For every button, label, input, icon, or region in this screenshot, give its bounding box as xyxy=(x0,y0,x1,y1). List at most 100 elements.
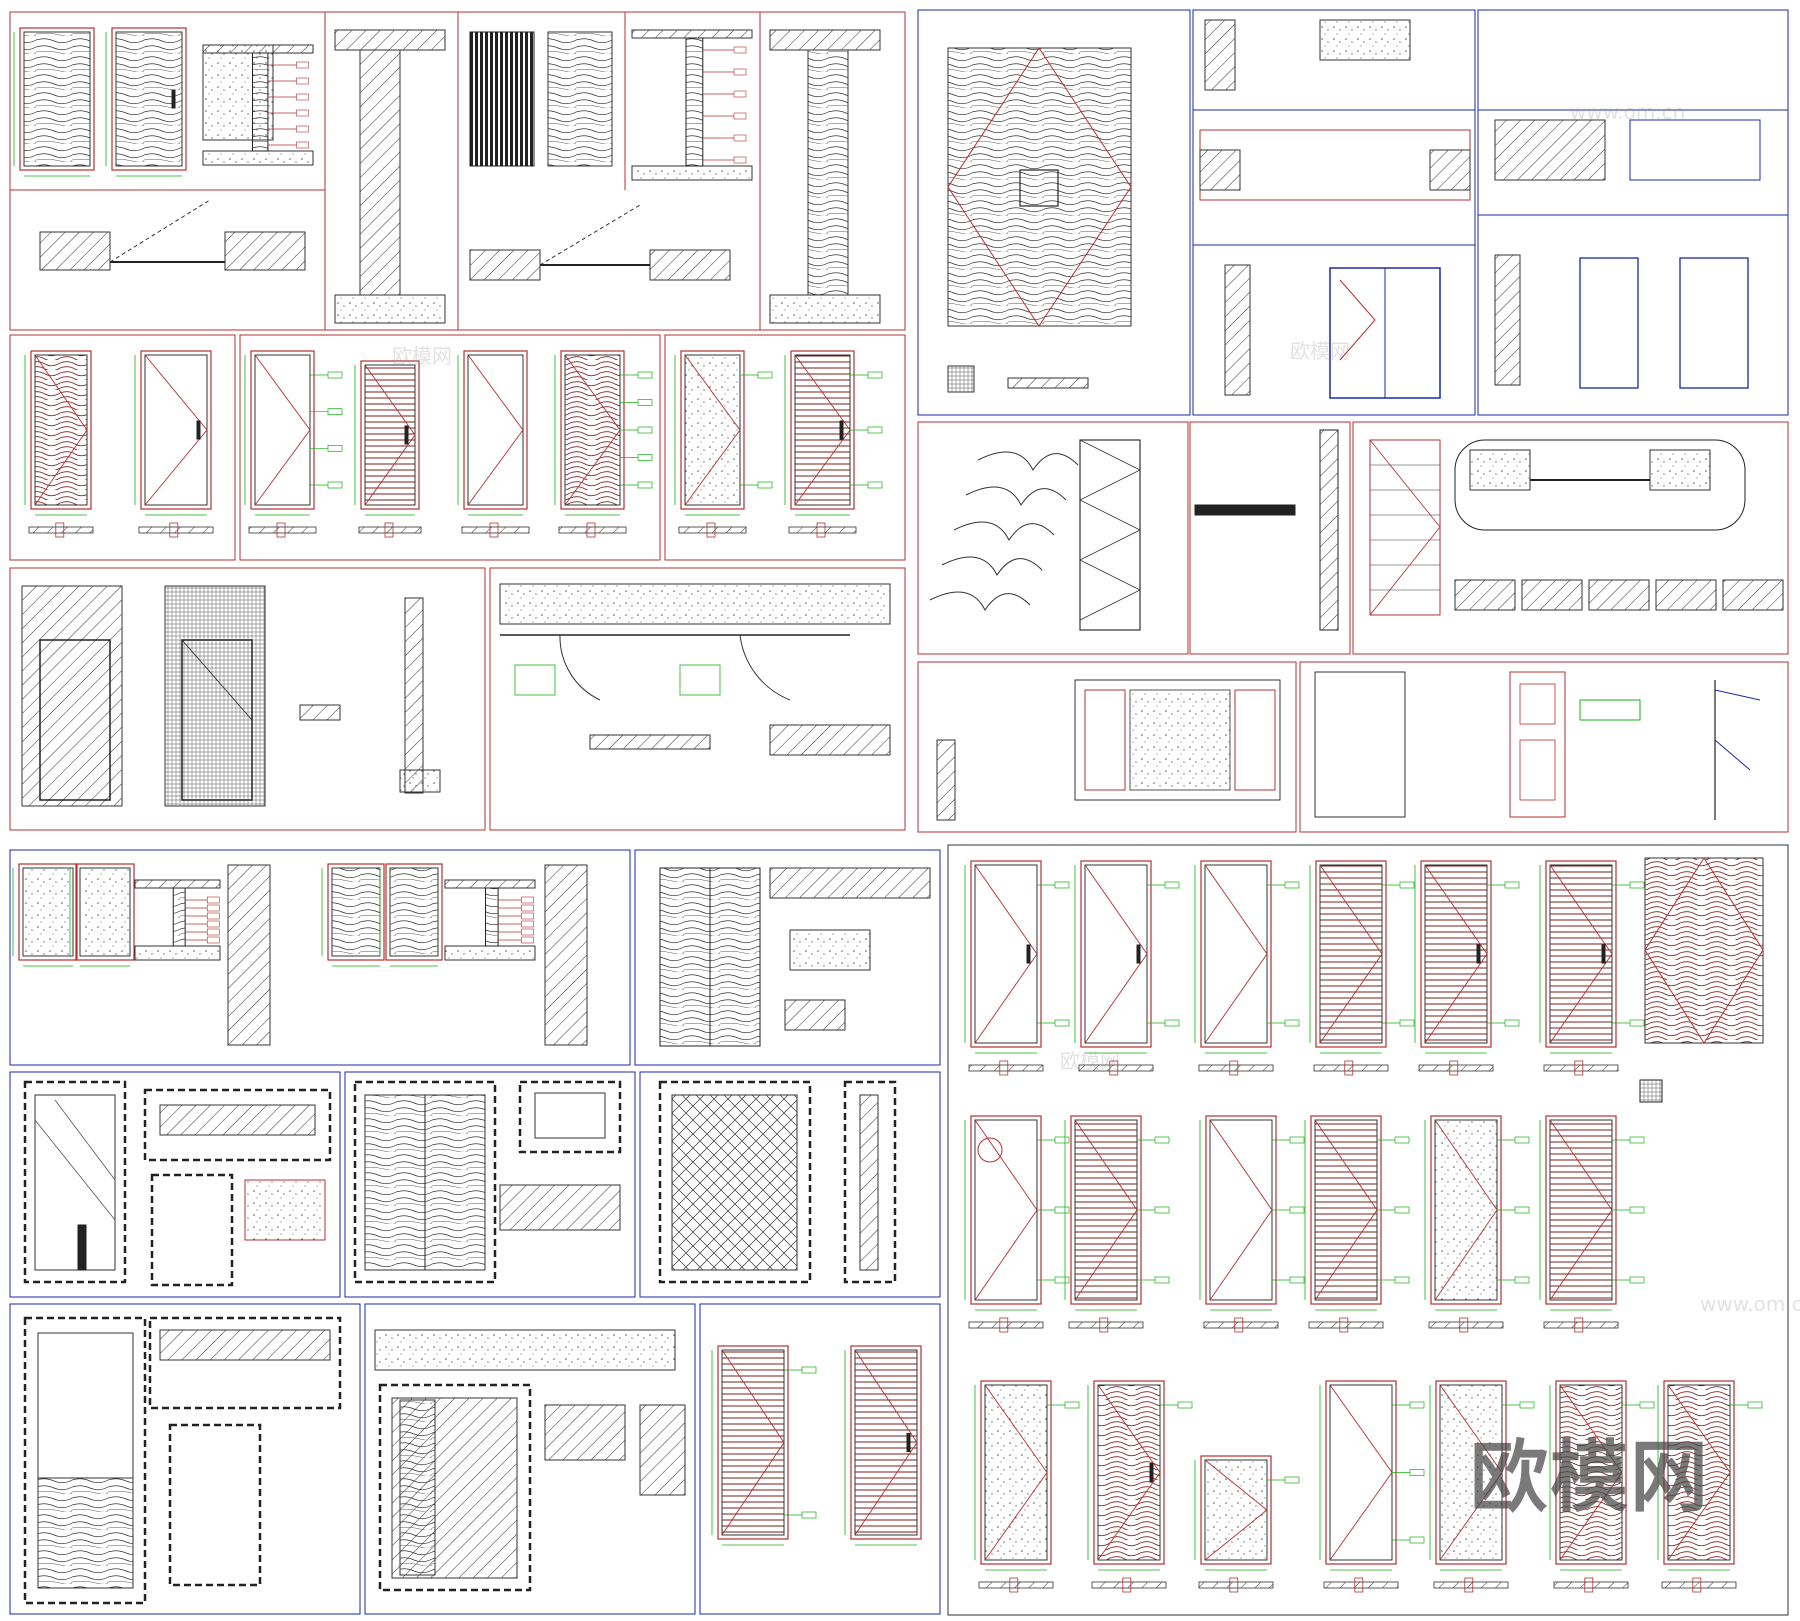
door-swing-lines xyxy=(1424,864,1488,1044)
door-swing-lines xyxy=(144,354,208,506)
classic-panel xyxy=(1519,683,1556,725)
leader-tag xyxy=(637,371,653,379)
leader-tag xyxy=(1054,1136,1070,1144)
plan-detail xyxy=(1344,1060,1354,1076)
single-door-elev-2 xyxy=(1679,257,1749,389)
plan-section xyxy=(1543,1064,1619,1072)
leader-tag xyxy=(1154,1206,1170,1214)
plan-section xyxy=(248,526,317,534)
section-tag xyxy=(521,904,534,912)
door-frame xyxy=(463,350,528,510)
sheet-bottom-left-c xyxy=(9,1071,341,1298)
leader-tag xyxy=(1399,1019,1415,1027)
door-swing-lines xyxy=(34,354,88,506)
frame-section xyxy=(404,597,424,794)
floor-section xyxy=(444,945,536,961)
door-handle xyxy=(1026,944,1031,964)
door-leaf xyxy=(1319,864,1383,1044)
sheet-bottom-right xyxy=(947,844,1789,1616)
plan-detail xyxy=(816,522,826,538)
dashed-frame xyxy=(843,1080,897,1284)
ceiling-detail xyxy=(374,1329,676,1371)
leader-tag xyxy=(1514,1206,1530,1214)
molding-profile xyxy=(1655,579,1717,611)
swatch-small xyxy=(1639,1079,1663,1103)
door-leaf xyxy=(23,31,91,167)
base-section-2 xyxy=(769,294,881,324)
door-swing-lines xyxy=(1439,1384,1503,1561)
section-tag xyxy=(206,920,220,928)
plan-section xyxy=(1313,1064,1389,1072)
leader-tag xyxy=(867,481,883,489)
section-tag xyxy=(733,134,747,142)
floor-section xyxy=(202,150,314,166)
door-swing-lines xyxy=(721,1349,785,1536)
dashed-frame xyxy=(658,1080,812,1284)
bl-jamb xyxy=(227,864,271,1046)
leader-tag xyxy=(1154,1136,1170,1144)
door-leaf xyxy=(1549,1119,1613,1301)
door-swing-lines xyxy=(974,864,1038,1044)
leader-tag xyxy=(1289,1276,1305,1284)
door-leaf xyxy=(115,31,183,167)
faint-watermark-1: 欧模网 xyxy=(392,344,452,368)
door-leaf xyxy=(984,1384,1048,1561)
door-swing-lines xyxy=(467,354,524,506)
door-frame xyxy=(111,27,187,171)
plan-detail xyxy=(1229,1577,1239,1593)
faint-watermark-3: www.om.cn xyxy=(1570,100,1686,124)
door-swing-lines xyxy=(1667,1384,1731,1561)
glass-upper xyxy=(37,1332,134,1479)
leader-tag xyxy=(1629,1019,1645,1027)
bl-detail-c xyxy=(784,999,846,1031)
door-leaf xyxy=(1074,1119,1138,1301)
leader-tag xyxy=(637,426,653,434)
plan-detail xyxy=(1574,1317,1584,1333)
door-frame xyxy=(18,863,78,961)
section-tag xyxy=(733,90,747,98)
leader-tag xyxy=(1054,881,1070,889)
door-handle xyxy=(1476,944,1481,964)
leader-tag xyxy=(757,371,773,379)
sheet-bottom-left-b xyxy=(634,849,941,1066)
sheet-bottom-left-h xyxy=(699,1303,941,1615)
sheet-band3-b xyxy=(489,567,906,831)
sheet-right-a xyxy=(917,9,1191,416)
door-frame xyxy=(1080,860,1152,1048)
wall-panel-left xyxy=(1084,689,1126,791)
door-frame xyxy=(1200,860,1272,1048)
wide-grain-diamond xyxy=(1644,857,1764,1044)
plan-detail xyxy=(1099,1317,1109,1333)
door-swing-lines xyxy=(854,1349,918,1536)
door-handle xyxy=(1136,944,1141,964)
glass-reflection xyxy=(34,1119,116,1221)
plan-detail xyxy=(1109,1060,1119,1076)
door-handle xyxy=(906,1433,911,1452)
section-core xyxy=(685,37,704,167)
plan-section xyxy=(1198,1064,1274,1072)
dashed-frame xyxy=(518,1080,622,1154)
door-opening-a xyxy=(39,639,111,801)
framed-panel xyxy=(534,1092,606,1139)
door-swing-lines xyxy=(254,354,311,506)
plan-detail xyxy=(1339,1317,1349,1333)
section-tag xyxy=(521,928,534,936)
jamb-section xyxy=(359,49,401,296)
door-frame xyxy=(970,1115,1042,1305)
door-frame xyxy=(680,350,745,510)
wide-grain-door xyxy=(1644,857,1764,1044)
single-door-elev xyxy=(1579,257,1639,389)
door-frame xyxy=(1205,1115,1277,1305)
door-frame xyxy=(1555,1380,1627,1565)
faint-watermark-2: 欧模网 xyxy=(1290,339,1350,363)
leader-tag xyxy=(1399,881,1415,889)
glass-reflection-2 xyxy=(54,1099,116,1181)
molding-profile xyxy=(1521,579,1583,611)
sheet-bottom-left-f xyxy=(9,1303,361,1615)
leader-tag xyxy=(1394,1206,1410,1214)
molding-profile xyxy=(1454,579,1516,611)
plan-strip xyxy=(1007,377,1089,389)
lattice-section xyxy=(859,1094,879,1271)
lattice-door xyxy=(671,1094,798,1271)
detail-plan-left xyxy=(1199,149,1241,191)
